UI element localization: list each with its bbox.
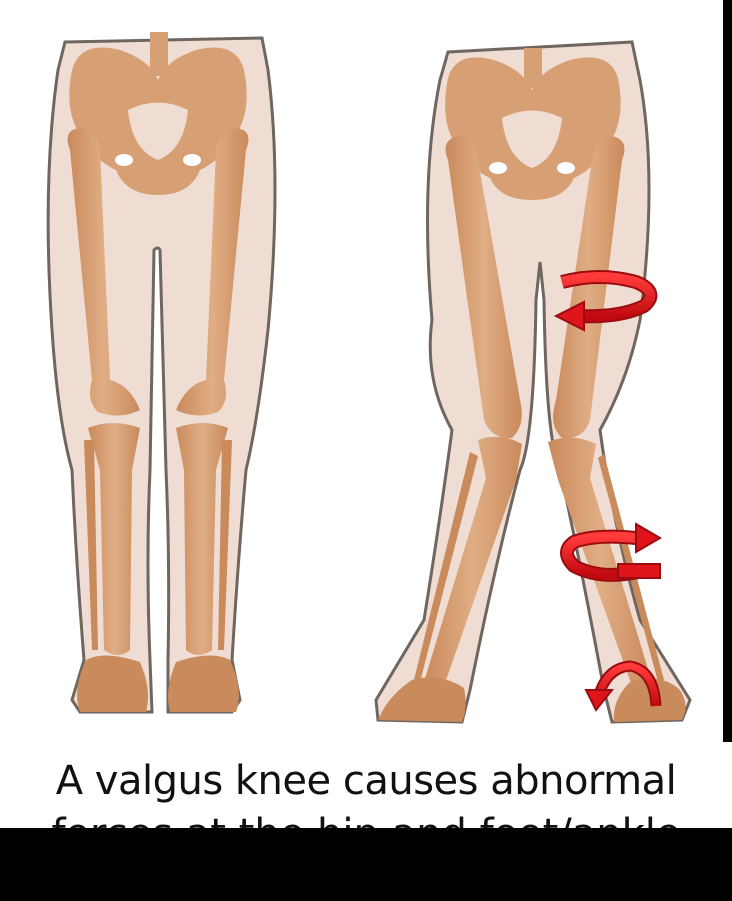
fibula-left — [414, 452, 478, 682]
spine — [524, 48, 542, 88]
tibia-right — [176, 423, 228, 655]
hip-rotation-arrow-icon — [553, 270, 658, 332]
obturator-left — [489, 162, 507, 174]
foot-right — [168, 655, 239, 712]
femur-right — [176, 128, 249, 416]
obturator-right — [183, 154, 201, 166]
tibia-right — [548, 437, 652, 688]
femur-left — [67, 128, 140, 416]
valgus-legs-figure — [374, 40, 692, 724]
foot-left — [378, 677, 466, 722]
normal-legs-figure — [46, 32, 277, 714]
caption-line-1: A valgus knee causes abnormal — [55, 758, 677, 804]
foot-rotation-arrow-icon — [584, 660, 662, 712]
obturator-right — [557, 162, 575, 174]
right-border — [723, 0, 732, 742]
foot-right — [613, 678, 686, 722]
bottom-black-bar — [0, 828, 732, 901]
pelvis-inlet — [502, 110, 562, 168]
fibula-right — [218, 440, 232, 650]
tibia-left — [88, 423, 140, 655]
foot-left — [77, 655, 148, 712]
knee-rotation-arrow-icon — [560, 522, 662, 582]
femur-left — [445, 136, 522, 439]
fibula-left — [84, 440, 98, 650]
spine — [150, 32, 168, 76]
tibia-left — [424, 436, 522, 688]
obturator-left — [115, 154, 133, 166]
pelvis-inlet — [128, 102, 188, 160]
femur-right — [553, 136, 625, 439]
caption-line-2: forces at the hip and foot/ankle — [0, 812, 732, 830]
caption-line-2-clip: forces at the hip and foot/ankle — [0, 812, 732, 830]
